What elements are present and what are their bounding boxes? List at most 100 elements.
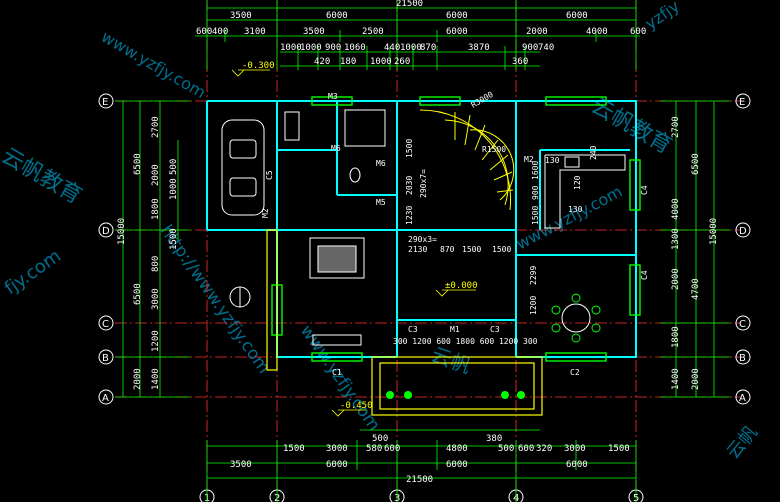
dim-bottom-row1-e: 500 xyxy=(498,444,514,454)
label-130-b: 130 xyxy=(568,205,583,214)
level-marks: -0.300 ±0.000 -0.450 xyxy=(231,61,478,417)
label-240: 240 xyxy=(589,145,598,160)
level-floor: ±0.000 xyxy=(445,281,478,291)
dim-right-inner-a: 2700 xyxy=(671,116,681,138)
dim-bottom-row1-f: 600 xyxy=(518,444,534,454)
car-symbol xyxy=(221,119,265,216)
axis-label-row-c-right: C xyxy=(739,319,746,330)
dim-top-row1-c: 6000 xyxy=(446,11,468,21)
label-2030: 2030 xyxy=(405,176,414,195)
dim-top-row2-d: 3500 xyxy=(303,27,325,37)
dim-top-row2-i: 600 xyxy=(630,27,646,37)
dim-top-row2-f: 6000 xyxy=(446,27,468,37)
dim-left-inner-f: 1200 xyxy=(151,330,161,352)
dim-right-inner-d: 1300 xyxy=(671,228,681,250)
dim-bottom-row1-g: 320 xyxy=(536,444,552,454)
axis-label-row-b: B xyxy=(102,353,109,364)
dim-top-row3-b: 1000 xyxy=(300,43,322,53)
dim-bottom-row3-b: 6000 xyxy=(326,460,348,470)
label-130-a: 130 xyxy=(545,156,560,165)
label-2130: 2130 xyxy=(408,245,427,254)
dim-bottom-row2-d: 3000 xyxy=(564,444,586,454)
kitchen-counters xyxy=(544,154,626,229)
label-m1: M1 xyxy=(450,325,460,334)
dim-bottom-row1-a: 500 xyxy=(372,434,388,444)
watermark-corner-br: 云帆 xyxy=(723,422,762,463)
label-m3: M3 xyxy=(328,92,338,101)
dim-left-small-a: 500 xyxy=(169,159,179,175)
label-stair-r1500: R1500 xyxy=(482,145,506,154)
dim-right-inner-h: 1400 xyxy=(671,368,681,390)
watermark-corner-c: 云帆 xyxy=(428,342,474,378)
dim-bottom-row2-a: 1500 xyxy=(283,444,305,454)
axis-grid xyxy=(115,0,740,502)
label-m6-b: M6 xyxy=(376,159,386,168)
dim-right-total: 15000 xyxy=(709,218,719,245)
dim-left-small-c: 1500 xyxy=(169,228,179,250)
dim-bottom-row2-c: 4800 xyxy=(446,444,468,454)
dim-bottom-row1-c: 600 xyxy=(384,444,400,454)
living-furniture xyxy=(229,237,365,346)
dim-top-row4-c: 1000 xyxy=(370,57,392,67)
label-1500-w: 1500 xyxy=(531,206,540,225)
dim-left-inner-e: 3000 xyxy=(151,288,161,310)
label-c3-a: C3 xyxy=(408,325,418,334)
watermark-url-2: www.yzfjy.com xyxy=(296,321,384,435)
axis-label-row-c: C xyxy=(102,319,109,330)
dim-left-inner-c: 1800 xyxy=(151,198,161,220)
spiral-stair xyxy=(419,109,515,211)
dim-bottom-row3-c: 6000 xyxy=(446,460,468,470)
label-c4-a: C4 xyxy=(640,185,649,195)
level-entry: -0.450 xyxy=(340,401,373,411)
dim-left-inner-g: 1400 xyxy=(151,368,161,390)
watermark-corner-l: fjy.com xyxy=(1,245,65,299)
dim-top-row2-e: 2500 xyxy=(362,27,384,37)
dim-top-row3-c: 900 xyxy=(325,43,341,53)
label-1200: 1200 xyxy=(529,296,538,315)
dim-top-row1-b: 6000 xyxy=(326,11,348,21)
dim-top-row4-b: 180 xyxy=(340,57,356,67)
label-1500-b: 1500 xyxy=(492,245,511,254)
bathroom-fixtures xyxy=(284,109,386,183)
dim-top-row2-b: 400 xyxy=(212,27,228,37)
dim-right-mid-a: 6500 xyxy=(691,153,701,175)
room-labels: M3 M6 M6 M5 M2 M2 M1 C5 C4 C4 C3 C3 C1 C… xyxy=(261,90,649,377)
dim-right-inner-e: 2000 xyxy=(671,268,681,290)
label-120: 120 xyxy=(573,175,582,190)
axis-label-row-a: A xyxy=(102,393,109,404)
dim-right-mid-b: 4700 xyxy=(691,278,701,300)
label-stair-note: 290x3= xyxy=(408,235,437,244)
label-stair-note-2: 290x7= xyxy=(419,169,428,198)
dim-bottom-row3-d: 6000 xyxy=(566,460,588,470)
dim-right-inner-c: 4000 xyxy=(671,198,681,220)
dim-top-row3-h: 3870 xyxy=(468,43,490,53)
porch-columns xyxy=(386,391,525,399)
label-900: 900 xyxy=(531,185,540,200)
dim-left-mid-b: 6500 xyxy=(133,283,143,305)
axis-label-row-b-right: B xyxy=(739,353,746,364)
label-c2: C2 xyxy=(570,368,580,377)
dim-top-row1-d: 6000 xyxy=(566,11,588,21)
dimension-text: 21500 3500 6000 6000 6000 600 400 3100 3… xyxy=(117,0,719,485)
dim-left-total: 15000 xyxy=(117,218,127,245)
level-outside: -0.300 xyxy=(242,61,275,71)
label-m2-a: M2 xyxy=(261,208,270,218)
dim-top-row3-e: 440 xyxy=(384,43,400,53)
dim-bottom-row1-d: 380 xyxy=(486,434,502,444)
dim-left-inner-b: 2000 xyxy=(151,164,161,186)
dim-bottom-row2-e: 1500 xyxy=(608,444,630,454)
dim-left-mid-a: 6500 xyxy=(133,153,143,175)
entry-porch xyxy=(266,229,543,416)
dim-left-inner-a: 2700 xyxy=(151,116,161,138)
label-c3-b: C3 xyxy=(490,325,500,334)
watermark-url-3: www.yzfjy.com xyxy=(513,182,625,254)
dim-top-row2-a: 600 xyxy=(196,27,212,37)
dim-top-row3-i: 900 xyxy=(522,43,538,53)
axis-label-row-d: D xyxy=(102,226,110,237)
axis-label-row-d-right: D xyxy=(739,226,747,237)
watermark-url: www.yzfjy.com xyxy=(98,27,209,102)
axis-bubbles: E D C B A E D C B A 1 2 3 4 5 xyxy=(98,93,751,502)
dim-right-mid-c: 2000 xyxy=(691,368,701,390)
